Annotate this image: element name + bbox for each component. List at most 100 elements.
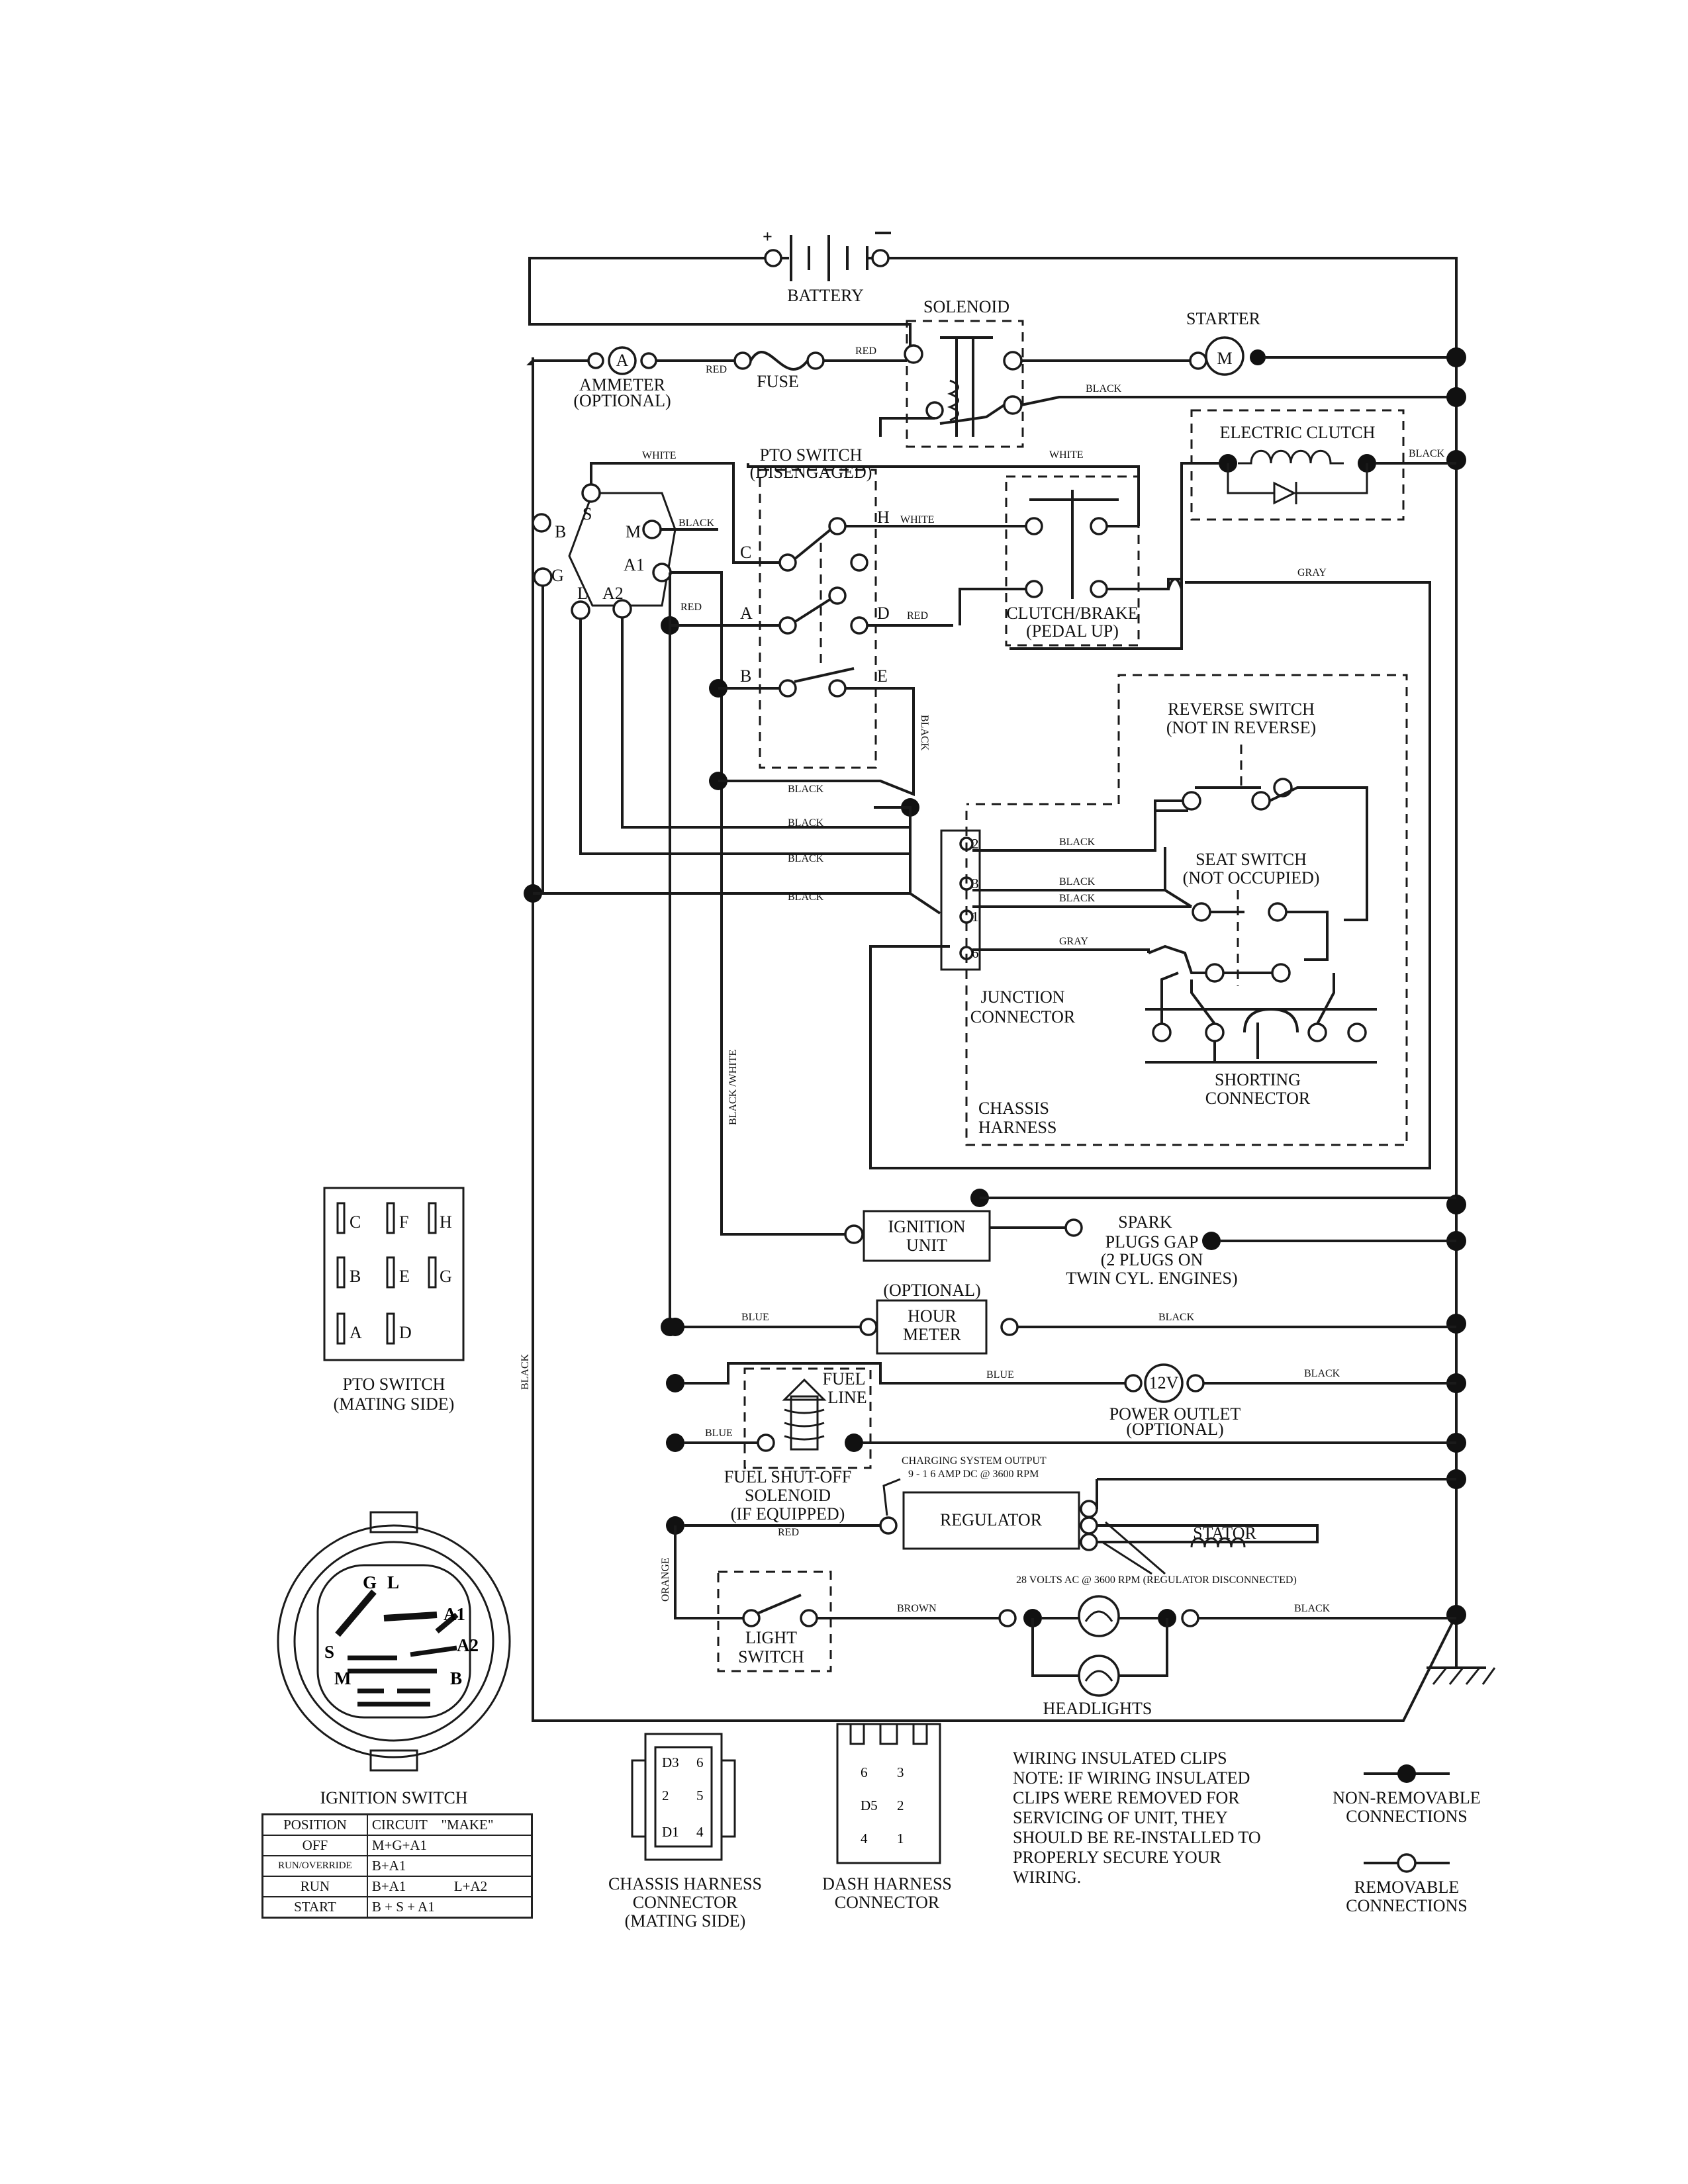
dash-connector-title-2: CONNECTOR (835, 1893, 940, 1912)
power-outlet: BLUE 12V POWER OUTLET (OPTIONAL) BLACK (986, 1363, 1456, 1439)
table-row: START B + S + A1 (261, 1896, 533, 1919)
solenoid-label: SOLENOID (923, 297, 1009, 316)
ignition-unit: IGNITION UNIT SPARK PLUGS GAP (2 PLUGS O… (844, 1189, 1456, 1288)
legend-removable-2: CONNECTIONS (1346, 1896, 1467, 1915)
chassis-harness-label-2: HARNESS (978, 1118, 1056, 1137)
note-line-7: WIRING. (1013, 1868, 1081, 1887)
ign-terminal-b-dot (532, 513, 551, 533)
pto-terminal-b-label: B (740, 666, 751, 686)
pto-terminal-a-label: A (740, 604, 753, 623)
dash-connector-title-1: DASH HARNESS (822, 1874, 952, 1893)
dash-pin-d5: D5 (861, 1797, 878, 1813)
table-cell-position: OFF (261, 1835, 368, 1856)
chassis-harness: CHASSIS HARNESS (965, 674, 1408, 1146)
electric-clutch: ELECTRIC CLUTCH BLACK (1009, 409, 1456, 650)
charging-output-label-2: 9 - 1 6 AMP DC @ 3600 RPM (908, 1469, 1039, 1480)
wire-label-orange: ORANGE (660, 1557, 671, 1602)
wire-label-black-jc2: BLACK (1059, 837, 1096, 848)
wire-label-black-jc3: BLACK (1059, 876, 1096, 887)
seat-switch-label: SEAT SWITCH (1196, 850, 1307, 869)
table-header-position: POSITION (261, 1813, 368, 1836)
battery-label: BATTERY (787, 286, 864, 305)
wire-label-white-ign: WHITE (642, 450, 677, 461)
ign-terminal-l-label: L (577, 584, 588, 603)
note-line-6: PROPERLY SECURE YOUR (1013, 1848, 1221, 1867)
table-cell-circuit: M+G+A1 (366, 1835, 533, 1856)
ign-terminal-l-dot (571, 600, 590, 620)
wire-label-black-left-bus: BLACK (520, 1353, 531, 1390)
ign-terminal-g-dot (533, 567, 553, 587)
dash-pin-6: 6 (861, 1764, 868, 1780)
ign-terminal-s-label: S (583, 504, 592, 523)
jc-pin-2: 2 (972, 836, 979, 852)
light-switch-label-2: SWITCH (738, 1647, 804, 1666)
table-cell-position: START (261, 1896, 368, 1919)
ign-terminal-m-label: M (626, 522, 641, 541)
pto-mating-side: C F H B E G A D PTO SWITCH (MATING SIDE) (323, 1187, 465, 1414)
clutch-brake-switch: CLUTCH/BRAKE (PEDAL UP) WHITE (747, 449, 1182, 647)
dash-pin-3: 3 (897, 1764, 904, 1780)
ign-terminal-g-label: G (551, 566, 564, 585)
reverse-switch-state-label: (NOT IN REVERSE) (1166, 718, 1316, 737)
ignition-switch-face: G L A1 A2 S M B IGNITION SWITCH (277, 1511, 511, 1807)
wire-label-black-po: BLACK (1304, 1368, 1340, 1379)
jc-pin-6: 6 (972, 945, 979, 961)
power-outlet-label: POWER OUTLET (1109, 1404, 1241, 1424)
shorting-connector: SHORTING CONNECTOR (1145, 972, 1377, 1108)
wire-label-blue-hm: BLUE (741, 1312, 769, 1323)
jc-pin-1: 1 (972, 909, 979, 925)
charging-output-label-1: CHARGING SYSTEM OUTPUT (902, 1455, 1047, 1467)
fuel-line-label-2: LINE (827, 1388, 867, 1407)
wire-label-black-h3: BLACK (788, 853, 824, 864)
ammeter-label: AMMETER (579, 375, 666, 394)
reverse-switch: REVERSE SWITCH (NOT IN REVERSE) (1154, 700, 1368, 921)
wire-label-black-jc1: BLACK (1059, 893, 1096, 904)
pto-terminal-e-label: E (877, 666, 888, 686)
wire-label-red-2: RED (855, 345, 876, 357)
battery: + BATTERY (763, 227, 891, 305)
shorting-connector-label-1: SHORTING (1215, 1070, 1301, 1089)
shorting-connector-label-2: CONNECTOR (1205, 1089, 1311, 1108)
note-line-4: SERVICING OF UNIT, THEY (1013, 1808, 1228, 1827)
pto-mating-subtitle: (MATING SIDE) (334, 1394, 455, 1414)
table-header-circuit-label: CIRCUIT (371, 1817, 428, 1833)
ign-terminal-a2-label: A2 (602, 584, 624, 603)
fuse: FUSE RED (733, 345, 907, 391)
fuel-solenoid-label-3: (IF EQUIPPED) (731, 1504, 845, 1524)
chassis-pin-4: 4 (696, 1824, 704, 1840)
wire-label-red-ign: RED (680, 602, 702, 613)
fuse-label: FUSE (757, 372, 799, 391)
table-header-make: "MAKE" (441, 1817, 494, 1833)
pto-grid-b: B (350, 1267, 361, 1286)
spark-plugs-label-2: PLUGS GAP (1105, 1232, 1199, 1251)
pto-terminal-h-label: H (877, 508, 890, 527)
starter: M STARTER (1186, 309, 1456, 376)
fuel-shutoff-solenoid: FUEL LINE BLUE FUEL SHUT-OFF SOLENOID (I… (666, 1362, 1456, 1524)
legend-removable-1: REMOVABLE (1354, 1878, 1459, 1897)
chassis-pin-d1: D1 (662, 1824, 679, 1840)
ammeter-symbol: A (616, 351, 629, 370)
ign-face-m: M (334, 1668, 351, 1688)
stator-label: STATOR (1193, 1524, 1256, 1543)
junction-connector-label-2: CONNECTOR (970, 1007, 1076, 1026)
starter-label: STARTER (1186, 309, 1261, 328)
wire-label-black-ign-m: BLACK (679, 518, 715, 529)
wire-label-black-h4: BLACK (788, 891, 824, 903)
hour-meter-label-2: METER (903, 1325, 962, 1344)
ign-terminal-a1-label: A1 (624, 555, 645, 574)
pto-switch-label: PTO SWITCH (760, 445, 863, 465)
note-line-3: CLIPS WERE REMOVED FOR (1013, 1788, 1240, 1807)
power-outlet-symbol: 12V (1149, 1373, 1179, 1392)
wire-label-black-hl: BLACK (1294, 1603, 1331, 1614)
jc-pin-3: 3 (972, 876, 979, 891)
wire-label-black-hm: BLACK (1158, 1312, 1195, 1323)
chassis-pin-5: 5 (696, 1788, 704, 1803)
clutch-brake-state-label: (PEDAL UP) (1026, 621, 1119, 641)
chassis-pin-d3: D3 (662, 1754, 679, 1770)
note-line-2: NOTE: IF WIRING INSULATED (1013, 1768, 1250, 1788)
ign-face-a1: A1 (444, 1604, 465, 1624)
table-row: RUN/OVERRIDE B+A1 (261, 1855, 533, 1877)
light-switch: ORANGE LIGHT SWITCH BROWN (660, 1525, 1000, 1672)
ammeter-optional-label: (OPTIONAL) (573, 391, 671, 410)
ground-icon (1427, 1666, 1496, 1685)
